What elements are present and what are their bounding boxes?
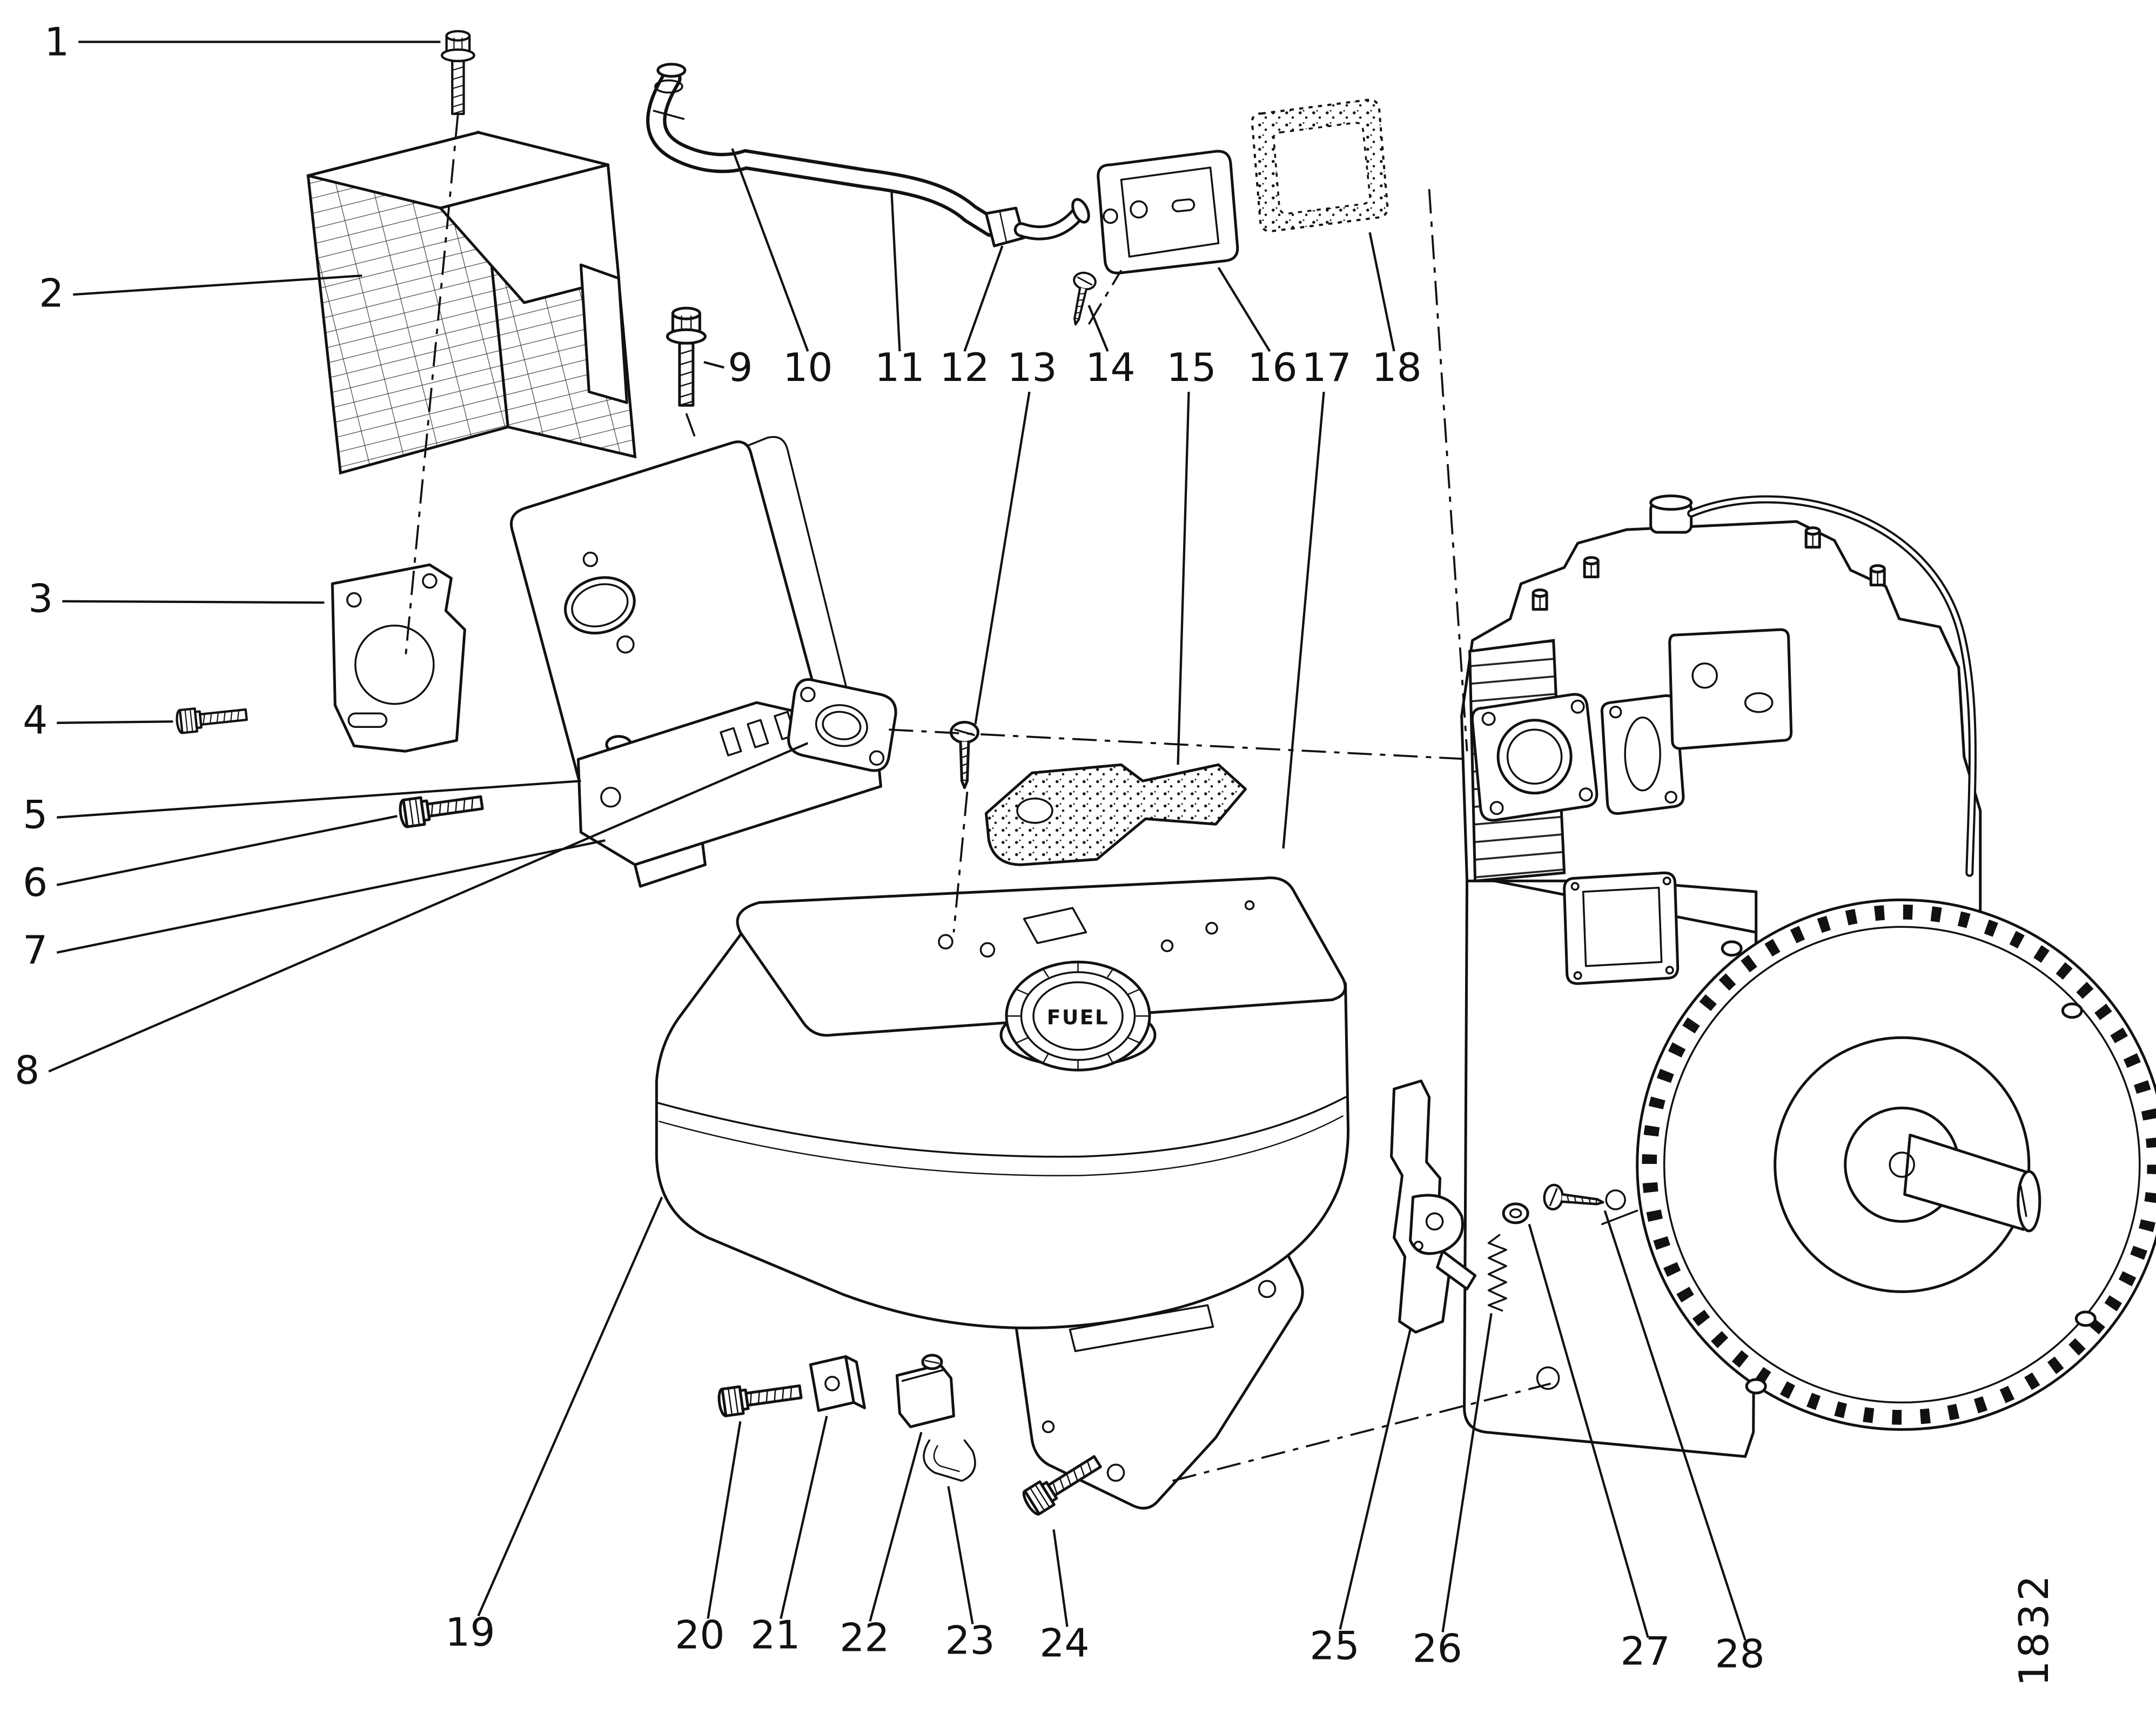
tank-top-details — [938, 900, 1255, 958]
leader-line-28 — [1603, 1210, 1747, 1641]
part-breather-hose — [646, 63, 1002, 237]
part-engine — [1460, 494, 2156, 1458]
side-cover-plate — [1563, 871, 1680, 985]
callout-label-9: 9 — [728, 345, 753, 391]
callout-label-24: 24 — [1039, 1621, 1089, 1666]
figure-number: 1832 — [2010, 1572, 2058, 1686]
head-face-detail — [1668, 628, 1793, 750]
leader-line-27 — [1528, 1223, 1649, 1638]
leader-line-21 — [780, 1415, 828, 1619]
part-exhaust-gasket — [1251, 98, 1389, 232]
leader-line-17 — [1282, 391, 1325, 849]
leader-line-5 — [57, 780, 581, 819]
callout-label-20: 20 — [675, 1612, 724, 1658]
part-screw-4 — [176, 703, 247, 733]
part-spring-clip-23 — [923, 1439, 976, 1482]
leader-line-9 — [703, 361, 724, 369]
leader-line-11 — [890, 191, 901, 352]
callout-label-11: 11 — [875, 345, 924, 391]
assembly-axis-lines — [404, 113, 1551, 1482]
leader-line-23 — [947, 1486, 974, 1624]
leader-line-13 — [974, 391, 1031, 725]
callout-label-16: 16 — [1247, 345, 1297, 391]
callout-label-15: 15 — [1166, 345, 1216, 391]
leader-line-7 — [56, 839, 606, 954]
part-washer-27 — [1502, 1202, 1529, 1224]
leader-line-20 — [707, 1421, 742, 1619]
callout-label-27: 27 — [1621, 1629, 1670, 1674]
part-fuel-tank: FUEL — [655, 876, 1350, 1329]
leader-line-2 — [73, 274, 362, 296]
leader-line-10 — [731, 148, 809, 352]
leader-line-4 — [57, 720, 173, 724]
part-clamp-block-22 — [895, 1354, 955, 1428]
callout-label-17: 17 — [1301, 345, 1351, 391]
leader-line-16 — [1217, 266, 1271, 352]
callout-label-22: 22 — [839, 1615, 889, 1661]
part-flange-bolt-9 — [667, 308, 705, 405]
callout-label-10: 10 — [783, 345, 832, 391]
part-muffler-bracket-plate — [331, 563, 466, 753]
part-hose-fitting-12 — [984, 198, 1090, 247]
leader-line-6 — [56, 815, 398, 886]
leader-line-26 — [1441, 1313, 1493, 1632]
part-bolt-20 — [717, 1378, 802, 1417]
callout-label-8: 8 — [15, 1048, 39, 1093]
leader-line-8 — [48, 742, 809, 1073]
leader-line-22 — [869, 1431, 923, 1622]
callout-label-2: 2 — [39, 271, 64, 317]
callout-label-6: 6 — [23, 860, 48, 906]
callout-label-7: 7 — [23, 928, 48, 973]
leader-line-25 — [1339, 1329, 1412, 1630]
part-control-lever — [1390, 1079, 1477, 1334]
leader-line-18 — [1368, 232, 1395, 352]
callout-label-26: 26 — [1412, 1626, 1462, 1671]
leader-line-14 — [1087, 305, 1109, 352]
callout-label-28: 28 — [1715, 1631, 1765, 1677]
callout-label-4: 4 — [23, 698, 48, 744]
fuel-cap-label: FUEL — [1047, 1005, 1110, 1029]
leader-line-3 — [62, 600, 325, 604]
part-exhaust-cover-plate — [1097, 150, 1239, 275]
leader-line-24 — [1052, 1529, 1069, 1627]
leader-line-12 — [963, 245, 1004, 352]
callout-label-3: 3 — [28, 577, 53, 622]
callout-label-21: 21 — [750, 1612, 800, 1658]
callout-label-5: 5 — [23, 793, 48, 838]
callout-label-12: 12 — [939, 345, 989, 391]
part-heat-guard — [306, 130, 637, 475]
callout-label-19: 19 — [445, 1610, 495, 1655]
part-spring-26 — [1487, 1234, 1507, 1312]
fuel-cap: FUEL — [999, 960, 1157, 1072]
intake-flange — [1470, 693, 1598, 822]
port-gasket — [1600, 694, 1685, 815]
part-outlet-flange-gasket — [787, 678, 897, 772]
part-bolt-6 — [399, 789, 483, 828]
leader-line-15 — [1177, 392, 1190, 765]
callout-label-23: 23 — [945, 1618, 995, 1663]
part-square-nut-21 — [809, 1355, 866, 1412]
part-heat-gasket-plate — [984, 763, 1247, 866]
callout-label-14: 14 — [1085, 345, 1135, 391]
callout-label-13: 13 — [1007, 345, 1057, 391]
part-flange-bolt-1 — [442, 31, 474, 114]
callout-label-18: 18 — [1372, 345, 1421, 391]
callout-label-25: 25 — [1309, 1623, 1359, 1669]
flywheel — [1636, 898, 2156, 1431]
callout-label-1: 1 — [44, 20, 69, 65]
spark-plug — [1649, 494, 1693, 534]
leader-line-19 — [477, 1196, 663, 1617]
